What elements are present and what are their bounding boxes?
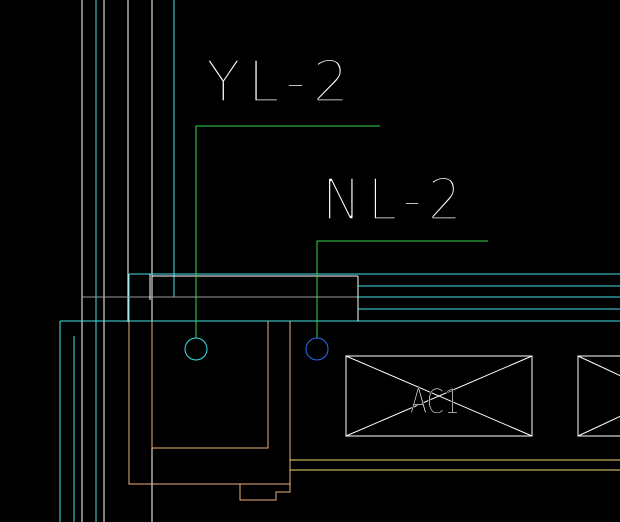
leader-lines	[195, 125, 488, 338]
yl-leader-line	[195, 125, 380, 338]
yellow-lines	[290, 459, 620, 471]
yl-pipe-symbol	[184, 337, 208, 361]
shaft-outline-orange	[128, 321, 291, 501]
ac-unit-label: AC1	[410, 382, 460, 422]
left-column-lines	[81, 0, 153, 522]
nl-leader-line	[316, 240, 488, 338]
beam-lines	[82, 274, 620, 321]
ac-unit-box-2	[577, 355, 620, 437]
ac-unit-box	[345, 355, 533, 437]
nl-pipe-symbol	[305, 337, 329, 361]
wall-outline-cyan	[59, 0, 620, 522]
yl-label: YL-2	[206, 50, 356, 115]
nl-label: NL-2	[322, 168, 468, 233]
